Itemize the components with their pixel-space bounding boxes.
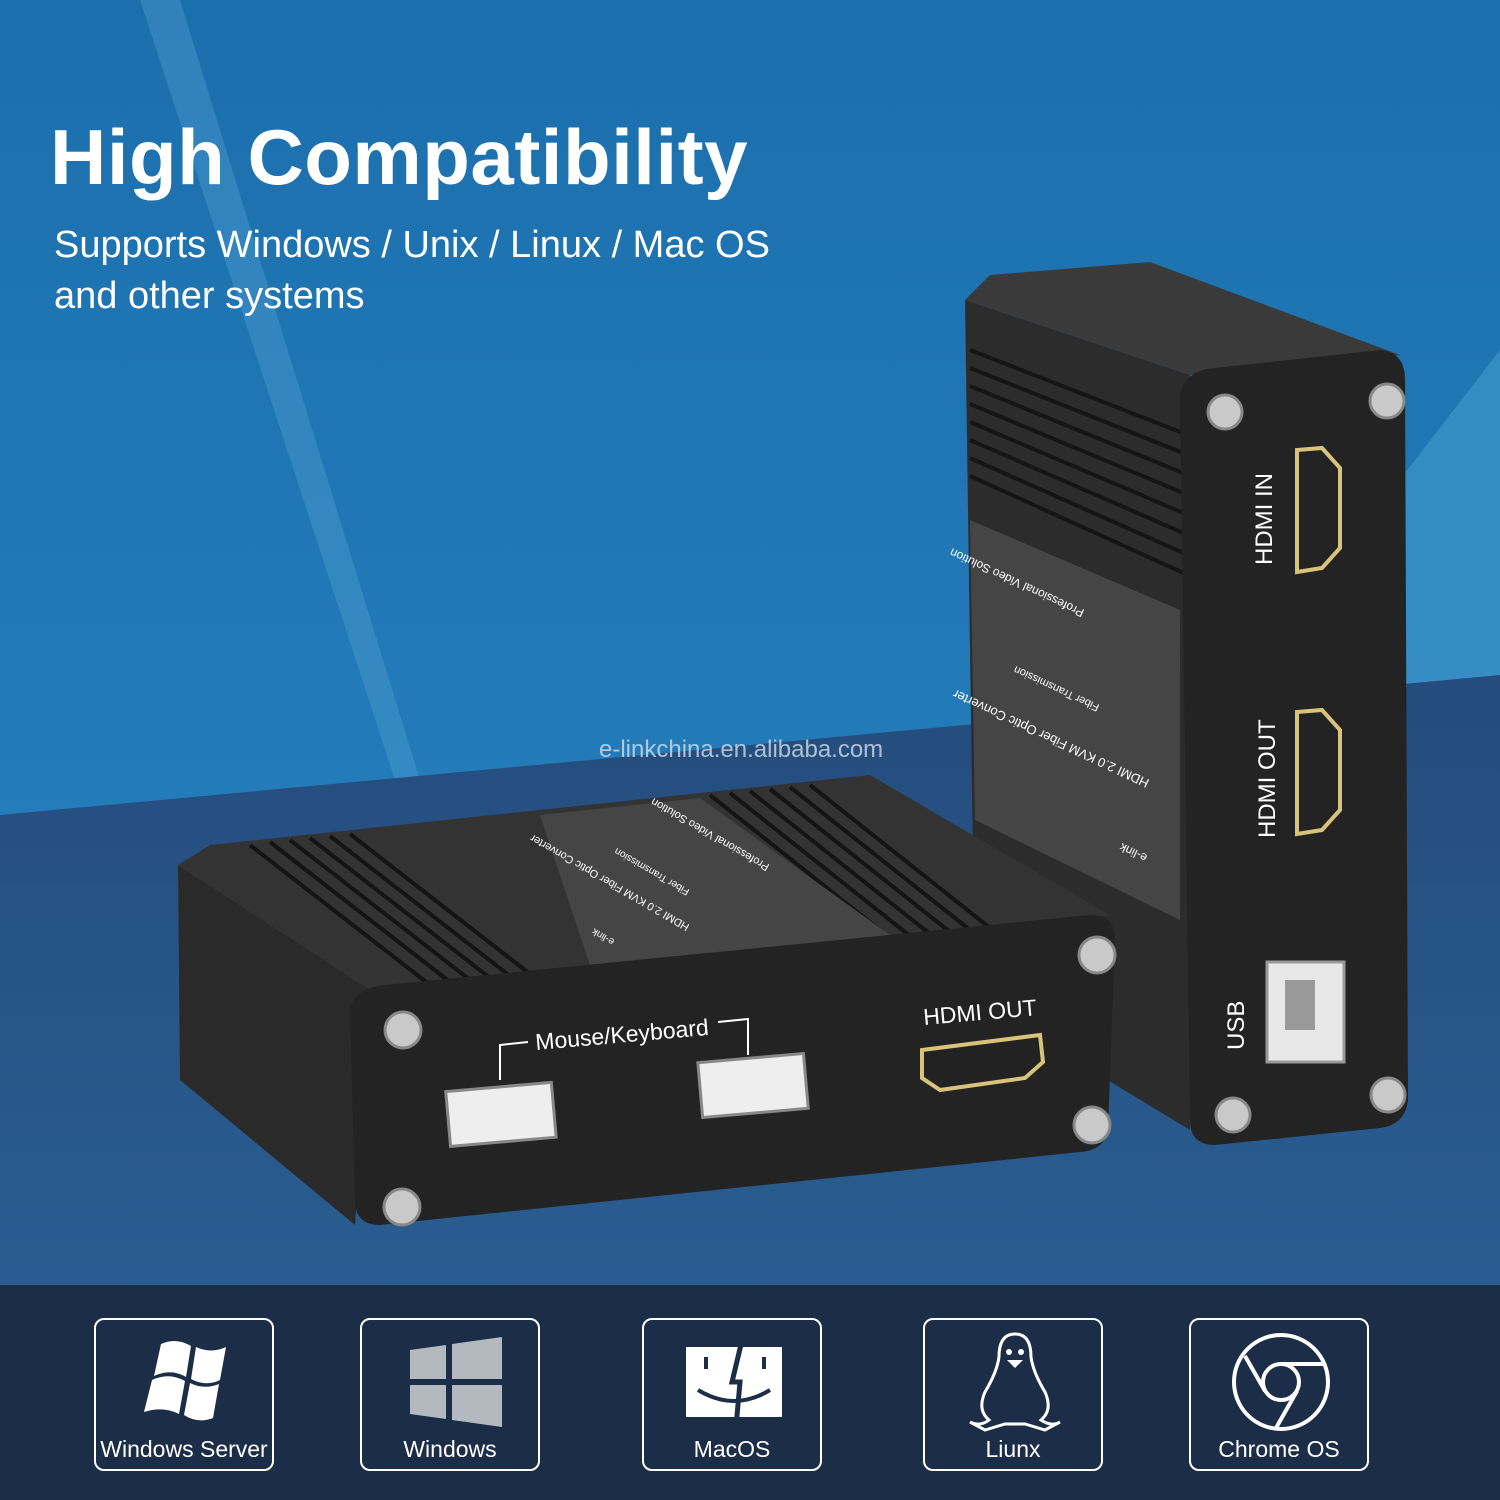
os-card-macos: MacOS [642, 1318, 822, 1471]
os-label: Windows Server [100, 1436, 268, 1462]
os-card-windows-server: Windows Server [94, 1318, 274, 1471]
usb-a-port-1 [444, 1080, 558, 1149]
product-image: Professional Video Solution Fiber Transm… [178, 262, 1408, 1227]
os-card-windows: Windows [360, 1318, 540, 1471]
hdmi-out-port [920, 1032, 1046, 1093]
tux-penguin-icon [969, 1332, 1061, 1432]
hdmi-in-port [1295, 445, 1342, 575]
os-card-chrome-os: Chrome OS [1189, 1318, 1369, 1471]
os-label: Chrome OS [1218, 1436, 1340, 1462]
page-title: High Compatibility [50, 113, 748, 201]
chrome-icon [1232, 1333, 1330, 1431]
transmitter-device: Professional Video Solution Fiber Transm… [178, 775, 1117, 1227]
hdmi-in-label: HDMI IN [1251, 473, 1278, 565]
finder-icon [686, 1332, 782, 1428]
os-label: MacOS [693, 1436, 771, 1462]
os-card-linux: Liunx [923, 1318, 1103, 1471]
windows-flag-icon [144, 1340, 226, 1421]
watermark: e-linkchina.en.alibaba.com [599, 736, 884, 763]
os-label: Liunx [985, 1436, 1041, 1462]
windows-icon [410, 1337, 502, 1427]
usb-a-port-2 [696, 1051, 810, 1120]
subtitle-line-1: Supports Windows / Unix / Linux / Mac OS [54, 224, 770, 266]
usb-label: USB [1223, 1001, 1250, 1050]
page-subtitle: Supports Windows / Unix / Linux / Mac OS… [54, 220, 874, 322]
subtitle-line-2: and other systems [54, 275, 365, 317]
hdmi-out-port [1295, 707, 1342, 837]
os-label: Windows [403, 1436, 497, 1462]
hdmi-out-label: HDMI OUT [1254, 719, 1281, 838]
receiver-device: Professional Video Solution Fiber Transm… [948, 262, 1408, 1145]
